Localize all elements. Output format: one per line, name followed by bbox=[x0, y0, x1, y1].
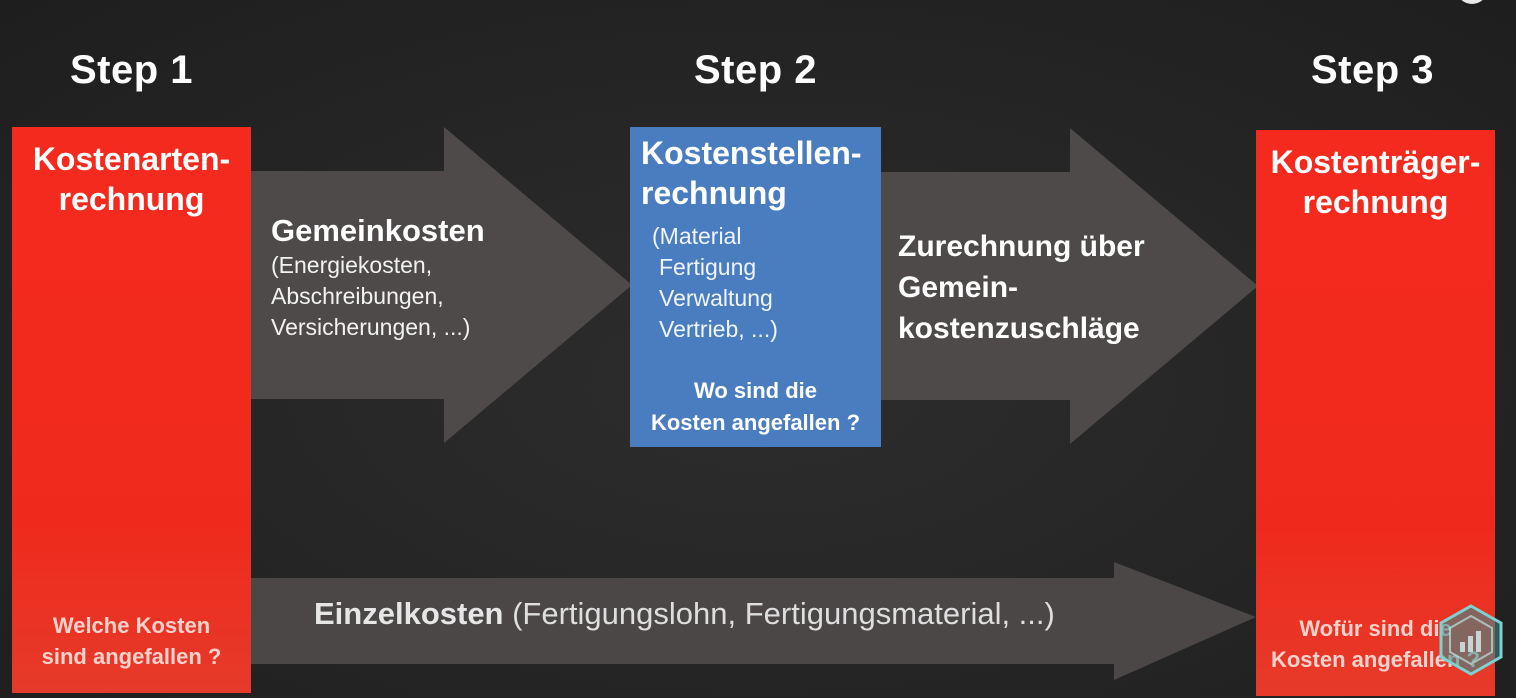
box1-question-line1: Welche Kosten bbox=[52, 613, 211, 638]
arrow-gemeinkosten bbox=[251, 127, 632, 443]
arrow2-label: Zurechnung über Gemein- kostenzuschläge bbox=[898, 226, 1145, 349]
box2-item: (Material bbox=[652, 223, 742, 249]
step-3-label: Step 3 bbox=[1311, 48, 1435, 92]
arrow3-label: Einzelkosten (Fertigungslohn, Fertigungs… bbox=[314, 595, 1055, 633]
arrow1-label: Gemeinkosten (Energiekosten, Abschreibun… bbox=[271, 212, 485, 343]
step-2-label: Step 2 bbox=[694, 48, 818, 92]
box2-question-line1: Wo sind die bbox=[693, 378, 818, 403]
box2-title-line2: rechnung bbox=[641, 175, 787, 211]
arrow3-heading: Einzelkosten bbox=[314, 596, 504, 631]
arrow1-heading: Gemeinkosten bbox=[271, 213, 485, 248]
box2-question: Wo sind die Kosten angefallen ? bbox=[630, 375, 881, 439]
step-1-label: Step 1 bbox=[70, 48, 194, 92]
arrow1-line1: (Energiekosten, bbox=[271, 252, 433, 278]
box-kostenstellenrechnung: Kostenstellen- rechnung (Material Fertig… bbox=[630, 127, 881, 447]
corner-avatar-icon bbox=[1456, 0, 1488, 4]
box1-title-line2: rechnung bbox=[58, 181, 205, 217]
box3-question-line1: Wofür sind die bbox=[1299, 616, 1452, 641]
arrow2-line3: kostenzuschläge bbox=[898, 312, 1140, 345]
box2-cost-centers: (Material Fertigung Verwaltung Vertrieb,… bbox=[652, 221, 778, 345]
box3-title-line2: rechnung bbox=[1302, 184, 1449, 220]
box3-title-line1: Kostenträger- bbox=[1270, 144, 1481, 180]
box2-item: Vertrieb, ...) bbox=[659, 316, 778, 342]
arrow-zurechnung bbox=[881, 128, 1258, 444]
box3-title: Kostenträger- rechnung bbox=[1256, 142, 1495, 222]
box2-item: Fertigung bbox=[659, 254, 757, 280]
box2-question-line2: Kosten angefallen ? bbox=[650, 410, 861, 435]
box2-item: Verwaltung bbox=[659, 285, 773, 311]
box-kostenartenrechnung: Kostenarten- rechnung Welche Kosten sind… bbox=[12, 127, 251, 693]
box1-question-line2: sind angefallen ? bbox=[41, 644, 222, 669]
arrow2-line2: Gemein- bbox=[898, 271, 1019, 304]
arrow1-line3: Versicherungen, ...) bbox=[271, 314, 471, 340]
channel-logo-icon bbox=[1439, 604, 1503, 676]
box-kostentraegerrechnung: Kostenträger- rechnung Wofür sind die Ko… bbox=[1256, 130, 1495, 696]
arrow-einzelkosten bbox=[251, 562, 1256, 680]
box1-title: Kostenarten- rechnung bbox=[12, 139, 251, 219]
box1-title-line1: Kostenarten- bbox=[32, 141, 231, 177]
arrow2-line1: Zurechnung über bbox=[898, 230, 1145, 263]
arrow1-line2: Abschreibungen, bbox=[271, 283, 444, 309]
box1-question: Welche Kosten sind angefallen ? bbox=[12, 610, 251, 672]
box2-title-line1: Kostenstellen- bbox=[641, 135, 862, 171]
box2-title: Kostenstellen- rechnung bbox=[641, 133, 861, 213]
arrow3-detail: (Fertigungslohn, Fertigungsmaterial, ...… bbox=[503, 596, 1055, 631]
